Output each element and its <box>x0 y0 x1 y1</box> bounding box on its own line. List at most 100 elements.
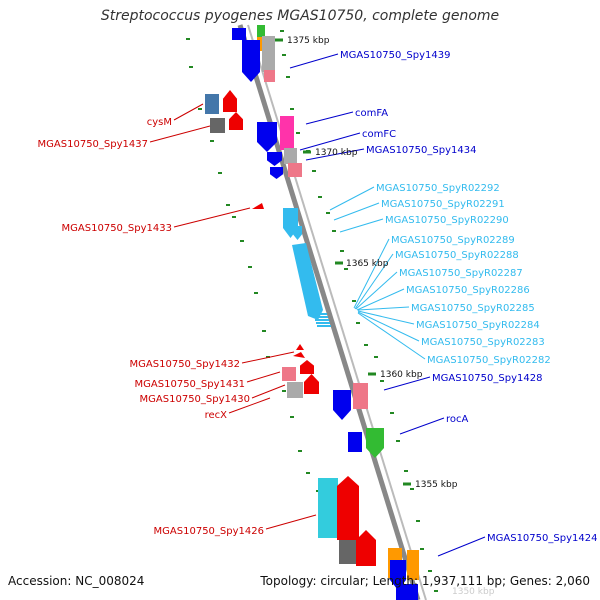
ruler-dot <box>374 356 378 358</box>
leader-line <box>265 514 317 530</box>
gene-label: MGAS10750_SpyR02287 <box>399 268 523 279</box>
leader-line <box>357 311 420 342</box>
ruler-dot <box>340 250 344 252</box>
gene-label: comFA <box>355 108 388 119</box>
gene-arrow <box>356 530 376 566</box>
gene-box <box>264 70 275 82</box>
gene-box <box>205 94 219 114</box>
ruler-dot <box>240 240 244 242</box>
trna-mark <box>314 316 328 318</box>
ruler-dot <box>282 390 286 392</box>
leader-line <box>173 103 204 121</box>
accession-text: Accession: NC_008024 <box>8 574 145 588</box>
gene-box <box>257 37 265 51</box>
gene-arrow <box>337 476 359 540</box>
ruler-dot <box>416 520 420 522</box>
kbp-tick-label-faded: 1350 kbp <box>452 587 495 597</box>
ruler-dot <box>286 76 290 78</box>
ruler-dot <box>226 204 230 206</box>
ruler-dot <box>218 172 222 174</box>
gene-label: MGAS10750_Spy1424 <box>487 533 597 544</box>
gene-box <box>210 118 225 133</box>
gene-label: MGAS10750_SpyR02288 <box>395 250 519 261</box>
ruler-dot <box>290 108 294 110</box>
ruler-dot <box>410 488 414 490</box>
gene-label: MGAS10750_SpyR02285 <box>411 303 535 314</box>
ruler-dot <box>232 216 236 218</box>
gene-label: MGAS10750_Spy1437 <box>38 139 148 150</box>
gene-features <box>205 25 419 600</box>
rna-arrow <box>293 226 302 240</box>
ruler-dot <box>404 470 408 472</box>
trna-mark <box>313 313 327 315</box>
gene-label: MGAS10750_Spy1431 <box>135 379 245 390</box>
ruler-dot <box>380 380 384 382</box>
gene-arrow <box>300 360 314 374</box>
leader-line <box>357 310 415 325</box>
gene-box <box>318 478 338 538</box>
gene-label: MGAS10750_Spy1433 <box>62 223 172 234</box>
gene-arrow <box>390 560 406 590</box>
ruler-dot <box>332 230 336 232</box>
leader-line <box>329 186 375 211</box>
ruler-dot <box>434 590 438 592</box>
leader-line <box>356 288 405 311</box>
gene-arrow <box>242 40 260 82</box>
trna-mark <box>317 325 331 327</box>
gene-label: MGAS10750_SpyR02289 <box>391 235 515 246</box>
gene-box <box>288 163 302 177</box>
gene-box <box>287 382 303 398</box>
ruler-dots <box>186 30 438 592</box>
leader-line <box>149 125 211 143</box>
gene-box <box>257 25 265 37</box>
gene-arrow <box>296 344 304 350</box>
gene-label: MGAS10750_SpyR02283 <box>421 337 545 348</box>
ruler-dot <box>280 30 284 32</box>
gene-box <box>353 383 368 409</box>
label-leader-lines <box>149 53 486 557</box>
ruler-dot <box>254 292 258 294</box>
leader-line <box>339 218 384 233</box>
gene-arrow <box>366 428 384 458</box>
gene-box <box>348 432 362 452</box>
gene-arrow <box>333 390 351 420</box>
leader-line <box>246 371 281 383</box>
leader-line <box>228 397 271 414</box>
gene-label: MGAS10750_SpyR02282 <box>427 355 551 366</box>
map-title: Streptococcus pyogenes MGAS10750, comple… <box>100 8 500 24</box>
ruler-dot <box>186 38 190 40</box>
ruler-dot <box>198 108 202 110</box>
gene-box <box>282 367 296 381</box>
gene-label: MGAS10750_SpyR02286 <box>406 285 530 296</box>
leader-line <box>399 417 445 435</box>
ruler-dot <box>356 322 360 324</box>
leader-line <box>241 351 295 364</box>
backbone-line <box>237 24 421 600</box>
kbp-tick-label: 1365 kbp <box>346 259 389 269</box>
leader-line <box>289 53 339 69</box>
gene-arrow <box>223 90 237 112</box>
leader-line <box>305 111 354 125</box>
gene-box <box>280 116 294 150</box>
leader-line <box>357 312 426 360</box>
leader-line <box>355 271 398 310</box>
kbp-tick-label: 1360 kbp <box>380 370 423 380</box>
leader-line <box>353 238 390 309</box>
gene-arrow <box>229 112 243 130</box>
ruler-dot <box>210 140 214 142</box>
trna-mark <box>315 319 329 321</box>
kbp-tick-label: 1370 kbp <box>315 148 358 158</box>
gene-box <box>396 584 418 600</box>
ruler-dot <box>364 344 368 346</box>
ruler-dot <box>312 170 316 172</box>
gene-arrow <box>267 152 282 166</box>
gene-box <box>262 36 275 72</box>
ruler-dot <box>326 212 330 214</box>
genome-backbone <box>237 24 427 600</box>
gene-box <box>284 148 297 164</box>
rna-gene <box>292 243 323 320</box>
gene-label: rocA <box>446 414 469 425</box>
gene-label: MGAS10750_Spy1426 <box>154 526 264 537</box>
